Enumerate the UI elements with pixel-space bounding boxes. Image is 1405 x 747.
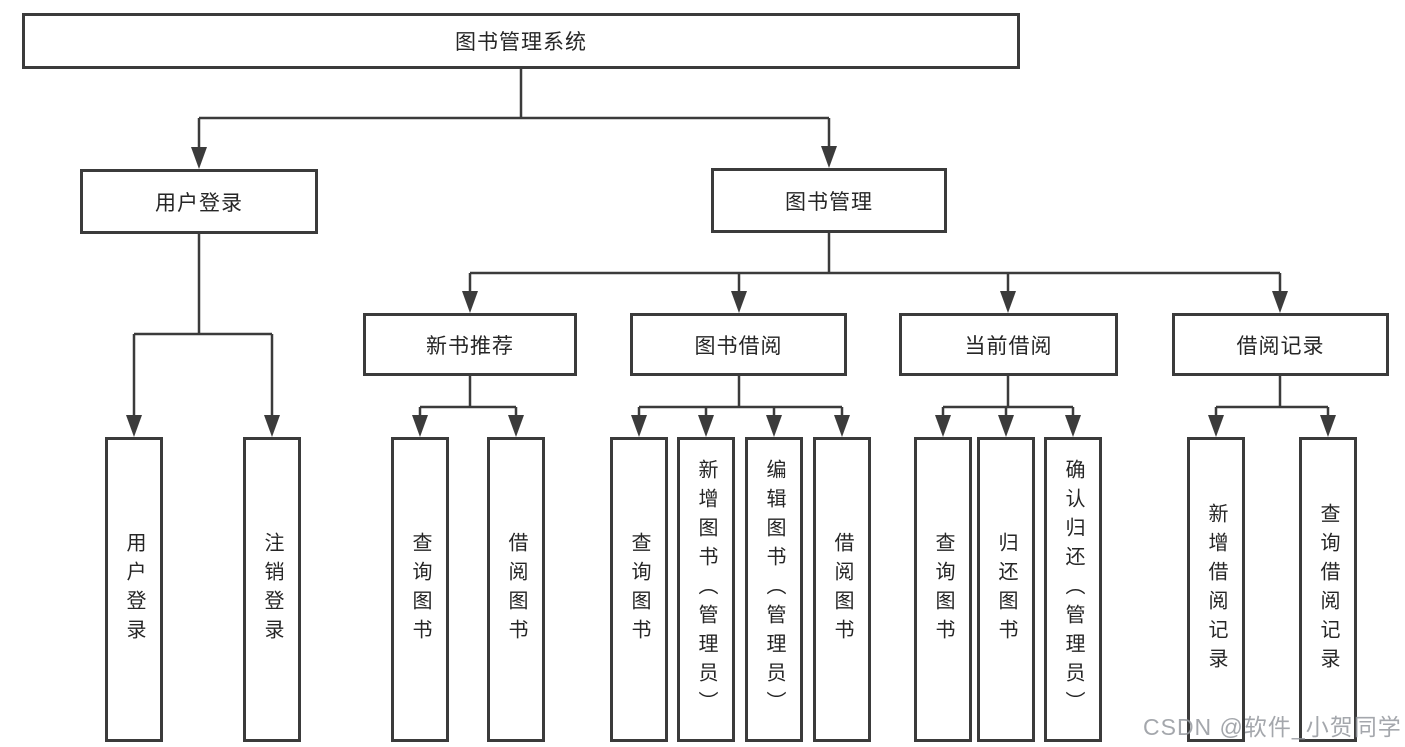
arrow-icon [1065,415,1081,437]
node-label: 图书借阅 [694,334,783,358]
node-book-borrow: 图书借阅 [630,313,847,376]
node-book-management: 图书管理 [711,168,947,233]
arrow-icon [191,147,207,169]
node-borrow-record: 借阅记录 [1172,313,1389,376]
leaf-add-borrow-record: 新增借阅记录 [1187,437,1245,742]
arrow-icon [1272,291,1288,313]
arrow-icon [1000,291,1016,313]
arrow-icon [766,415,782,437]
leaf-user-login: 用户登录 [105,437,163,742]
node-label: 借阅图书 [831,531,853,648]
arrow-icon [631,415,647,437]
arrow-icon [935,415,951,437]
node-label: 用户登录 [123,531,145,648]
node-label: 当前借阅 [964,334,1053,358]
node-label: 新书推荐 [426,334,514,358]
node-label: 新增借阅记录 [1205,502,1227,677]
leaf-borrow-book-2: 借阅图书 [813,437,871,742]
leaf-query-book-2: 查询图书 [610,437,668,742]
node-label: 用户登录 [155,191,243,215]
arrow-icon [412,415,428,437]
node-user-login-branch: 用户登录 [80,169,318,234]
node-label: 注销登录 [261,531,283,648]
node-label: 查询图书 [628,531,650,648]
leaf-add-book-admin: 新增图书（管理员） [677,437,735,742]
arrow-icon [998,415,1014,437]
node-label: 查询图书 [409,531,431,648]
node-new-book-recommend: 新书推荐 [363,313,577,376]
node-label: 归还图书 [995,531,1017,648]
node-label: 借阅记录 [1236,334,1325,358]
node-label: 借阅图书 [505,531,527,648]
leaf-query-borrow-record: 查询借阅记录 [1299,437,1357,742]
node-label: 图书管理系统 [455,31,587,54]
node-label: 查询借阅记录 [1317,502,1339,677]
arrow-icon [731,291,747,313]
leaf-query-book-3: 查询图书 [914,437,972,742]
leaf-edit-book-admin: 编辑图书（管理员） [745,437,803,742]
leaf-borrow-book-1: 借阅图书 [487,437,545,742]
node-current-borrow: 当前借阅 [899,313,1118,376]
arrow-icon [126,415,142,437]
arrow-icon [821,146,837,168]
arrow-icon [462,291,478,313]
leaf-confirm-return-admin: 确认归还（管理员） [1044,437,1102,742]
csdn-watermark: CSDN @软件_小贺同学 [1143,714,1402,740]
arrow-icon [698,415,714,437]
node-label: 新增图书（管理员） [695,459,717,720]
arrow-icon [264,415,280,437]
leaf-query-book-1: 查询图书 [391,437,449,742]
arrow-icon [1320,415,1336,437]
node-label: 查询图书 [932,531,954,648]
arrow-icon [1208,415,1224,437]
node-label: 编辑图书（管理员） [763,459,785,720]
node-label: 图书管理 [785,190,873,214]
node-label: 确认归还（管理员） [1062,459,1084,720]
leaf-return-book: 归还图书 [977,437,1035,742]
leaf-logout: 注销登录 [243,437,301,742]
node-root-system: 图书管理系统 [22,13,1020,69]
arrowheads [126,146,1336,437]
arrow-icon [508,415,524,437]
arrow-icon [834,415,850,437]
